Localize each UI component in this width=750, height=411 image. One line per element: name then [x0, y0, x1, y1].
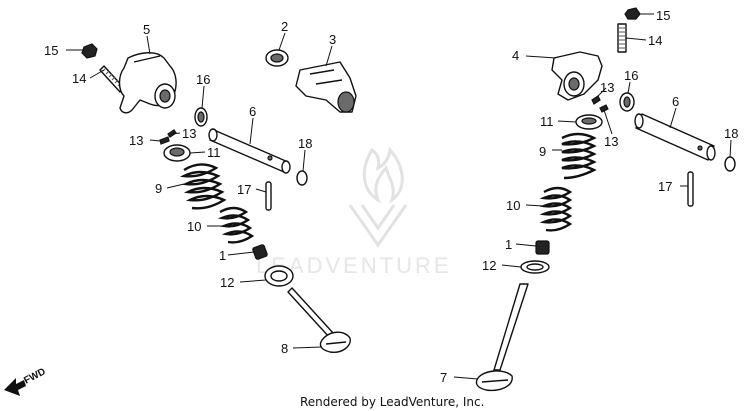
part-17-pin-right — [687, 171, 694, 207]
fwd-arrow-icon — [4, 378, 26, 396]
part-9-outer-spring-left — [179, 163, 227, 210]
part-15-nut-left — [81, 43, 98, 59]
part-11-retainer-right — [575, 114, 603, 130]
fwd-indicator: FWD — [4, 366, 48, 396]
part-11-retainer-left — [163, 144, 191, 162]
callout-15-left: 15 — [44, 43, 58, 58]
part-12-ring-left — [264, 265, 294, 287]
callout-13b-left: 13 — [182, 126, 196, 141]
part-2-cap — [265, 49, 289, 67]
callout-5-left: 5 — [143, 22, 150, 37]
part-16-washer-right — [619, 92, 635, 112]
callout-2: 2 — [281, 19, 288, 34]
part-10-inner-spring-left — [217, 206, 255, 244]
callout-18-left: 18 — [298, 136, 312, 151]
part-4-rocker-arm-right — [551, 51, 603, 101]
callout-13a-left: 13 — [129, 133, 143, 148]
callout-17-left: 17 — [237, 182, 251, 197]
part-17-pin-left — [265, 181, 272, 211]
part-10-inner-spring-right — [539, 186, 573, 232]
callout-1-left: 1 — [219, 248, 226, 263]
part-12-ring-right — [520, 260, 550, 274]
callout-1-right: 1 — [505, 237, 512, 252]
callout-13a-right: 13 — [600, 80, 614, 95]
part-18-oring-left — [296, 170, 308, 186]
leaders-left — [66, 32, 333, 349]
callout-4: 4 — [512, 48, 519, 63]
leaders-right — [453, 13, 732, 380]
callout-9-right: 9 — [539, 144, 546, 159]
callout-10-right: 10 — [506, 198, 520, 213]
callout-8-left: 8 — [281, 341, 288, 356]
part-14-screw-right — [617, 23, 627, 53]
callout-17-right: 17 — [658, 179, 672, 194]
callout-7: 7 — [440, 370, 447, 385]
part-18-oring-right — [724, 156, 736, 172]
part-1-seat-right — [535, 240, 550, 255]
part-13-cotters-left — [159, 129, 177, 145]
callout-18-right: 18 — [724, 126, 738, 141]
part-15-nut-right — [624, 7, 641, 20]
part-6-shaft-right — [634, 113, 716, 161]
part-6-shaft-left — [208, 128, 291, 174]
fwd-label: FWD — [22, 366, 47, 386]
callout-11-right: 11 — [540, 114, 554, 129]
callout-13b-right: 13 — [604, 134, 618, 149]
part-5-rocker-arm-left — [118, 52, 177, 114]
callouts-right: 15 14 4 16 13 13 11 9 10 1 12 7 6 18 17 — [440, 8, 738, 385]
part-8-valve-left — [287, 287, 351, 353]
callout-16-left: 16 — [196, 72, 210, 87]
callout-9-left: 9 — [155, 181, 162, 196]
part-14-screw-left — [99, 65, 125, 93]
callout-12-right: 12 — [482, 258, 496, 273]
part-3-holder — [295, 61, 357, 113]
callout-6-right: 6 — [672, 94, 679, 109]
callout-15-right: 15 — [656, 8, 670, 23]
callout-10-left: 10 — [187, 219, 201, 234]
callouts-left: 15 14 5 16 13 13 11 9 10 1 12 8 2 3 6 18… — [44, 19, 336, 356]
callout-11-left: 11 — [207, 145, 221, 160]
part-9-outer-spring-right — [561, 132, 597, 180]
callout-12-left: 12 — [220, 275, 234, 290]
rendered-by-footer: Rendered by LeadVenture, Inc. — [300, 395, 484, 409]
callout-14-left: 14 — [72, 71, 86, 86]
part-16-washer-left — [194, 107, 208, 127]
part-1-seat-left — [252, 244, 268, 260]
callout-16-right: 16 — [624, 68, 638, 83]
part-13-cotters-right — [591, 95, 609, 113]
callout-14-right: 14 — [648, 33, 662, 48]
callout-6-left: 6 — [249, 104, 256, 119]
callout-3: 3 — [329, 32, 336, 47]
part-7-valve-right — [475, 283, 529, 392]
